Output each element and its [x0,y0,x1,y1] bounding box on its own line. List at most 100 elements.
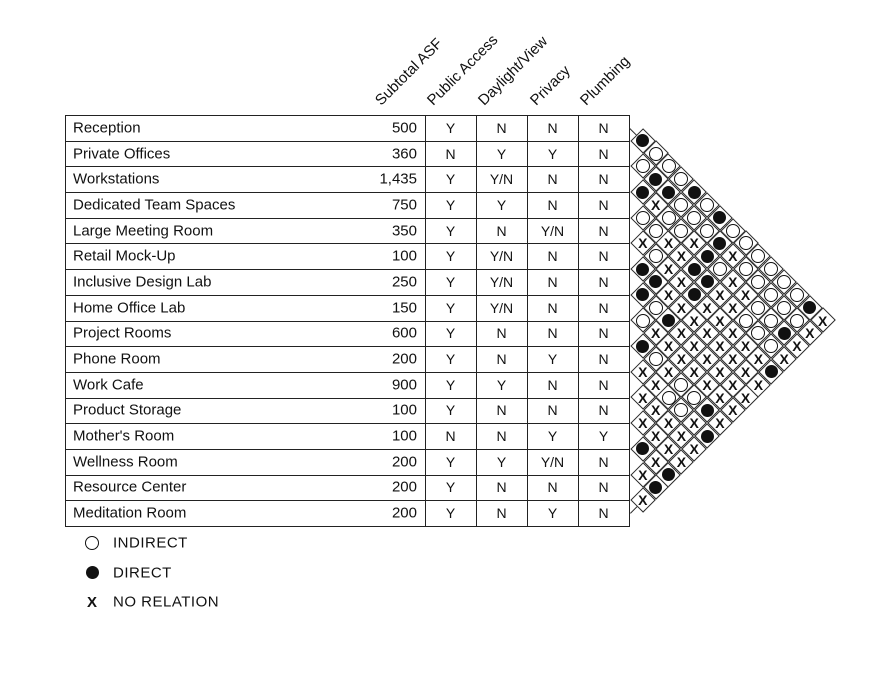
column-header-plumbing: Plumbing [576,52,634,109]
room-name: Home Office Lab [73,299,186,317]
room-name: Project Rooms [73,324,172,342]
x-mark-icon: X [805,325,815,342]
table-gridline-horizontal [65,448,630,450]
indirect-relation-icon [725,223,741,239]
direct-relation-icon [648,479,664,495]
filled-circle-icon [687,288,701,302]
room-name: Mother's Room [73,427,175,445]
no-relation-icon: X [738,390,754,406]
table-gridline-horizontal [65,423,630,425]
direct-relation-icon [699,402,715,418]
direct-relation-icon [686,287,702,303]
open-circle-icon [674,377,689,392]
table-gridline-horizontal [65,346,630,348]
no-relation-icon: X [661,364,677,380]
x-mark-icon: X [663,261,674,278]
x-mark-icon: X [638,235,648,252]
no-relation-icon: X [635,390,651,406]
indirect-relation-icon [686,390,702,406]
filled-circle-icon [687,262,701,276]
plumbing-value: N [598,325,609,342]
direct-relation-icon [712,210,728,226]
daylight-view-value: Y [496,453,507,470]
open-circle-icon [764,262,779,277]
privacy-value: N [547,299,558,316]
open-circle-icon [725,223,740,238]
open-circle-icon [777,274,792,289]
privacy-value: N [547,196,558,213]
x-mark-icon: X [740,338,751,355]
room-name: Work Cafe [73,376,144,394]
no-relation-icon: X [635,235,651,251]
direct-relation-icon [763,364,779,380]
open-circle-icon [712,262,727,277]
table-gridline-horizontal [65,217,630,219]
indirect-relation-icon [699,223,715,239]
no-relation-icon: X [673,248,689,264]
subtotal-asf-value: 150 [391,299,417,317]
indirect-relation-icon [738,261,754,277]
no-relation-icon: X [661,235,677,251]
public-access-value: Y [445,479,456,496]
subtotal-asf-value: 750 [391,196,417,214]
no-relation-icon: X [673,300,689,316]
public-access-value: Y [445,171,456,188]
daylight-view-value: N [496,428,507,445]
x-mark-icon: X [638,415,648,432]
direct-relation-icon [699,274,715,290]
privacy-value: Y/N [540,222,565,239]
indirect-relation-icon [648,146,664,162]
x-mark-icon: X [702,299,712,316]
filled-circle-icon [636,442,650,456]
x-mark-icon: X [651,428,661,445]
plumbing-value: N [598,145,609,162]
daylight-view-value: Y/N [489,299,514,316]
x-mark-icon: X [740,389,751,406]
x-mark-icon: X [638,466,648,483]
no-relation-icon: X [673,428,689,444]
indirect-relation-icon [686,210,702,226]
no-relation-icon: X [712,415,728,431]
room-name: Inclusive Design Lab [73,273,212,291]
privacy-value: Y [547,351,558,368]
privacy-value: N [547,325,558,342]
privacy-value: Y [547,428,558,445]
no-relation-icon: X [661,338,677,354]
daylight-view-value: N [496,479,507,496]
indirect-relation-icon [699,197,715,213]
no-relation-icon: X [661,287,677,303]
direct-relation-icon [802,300,818,316]
public-access-value: Y [445,222,456,239]
legend-label: DIRECT [113,564,172,581]
filled-circle-icon [636,339,650,353]
room-name: Wellness Room [73,453,178,471]
x-mark-icon: X [753,351,764,368]
open-circle-icon [751,300,766,315]
no-relation-icon: X [725,325,741,341]
public-access-value: Y [445,325,456,342]
no-relation-icon: X [673,351,689,367]
no-relation-icon: X [712,313,728,329]
table-gridline-horizontal [65,192,630,194]
indirect-relation-icon [673,197,689,213]
open-circle-icon [751,249,766,264]
x-mark-icon: X [689,415,699,432]
indirect-relation-icon [789,313,805,329]
no-relation-icon: X [686,415,702,431]
table-gridline-horizontal [65,243,630,245]
no-relation-icon: X [661,415,677,431]
indirect-relation-icon [673,223,689,239]
privacy-value: Y [547,505,558,522]
indirect-relation-icon [635,210,651,226]
indirect-relation-icon [738,235,754,251]
open-circle-icon [738,236,753,251]
open-circle-icon [674,172,689,187]
public-access-value: Y [445,376,456,393]
daylight-view-value: N [496,222,507,239]
no-relation-icon: X [738,338,754,354]
